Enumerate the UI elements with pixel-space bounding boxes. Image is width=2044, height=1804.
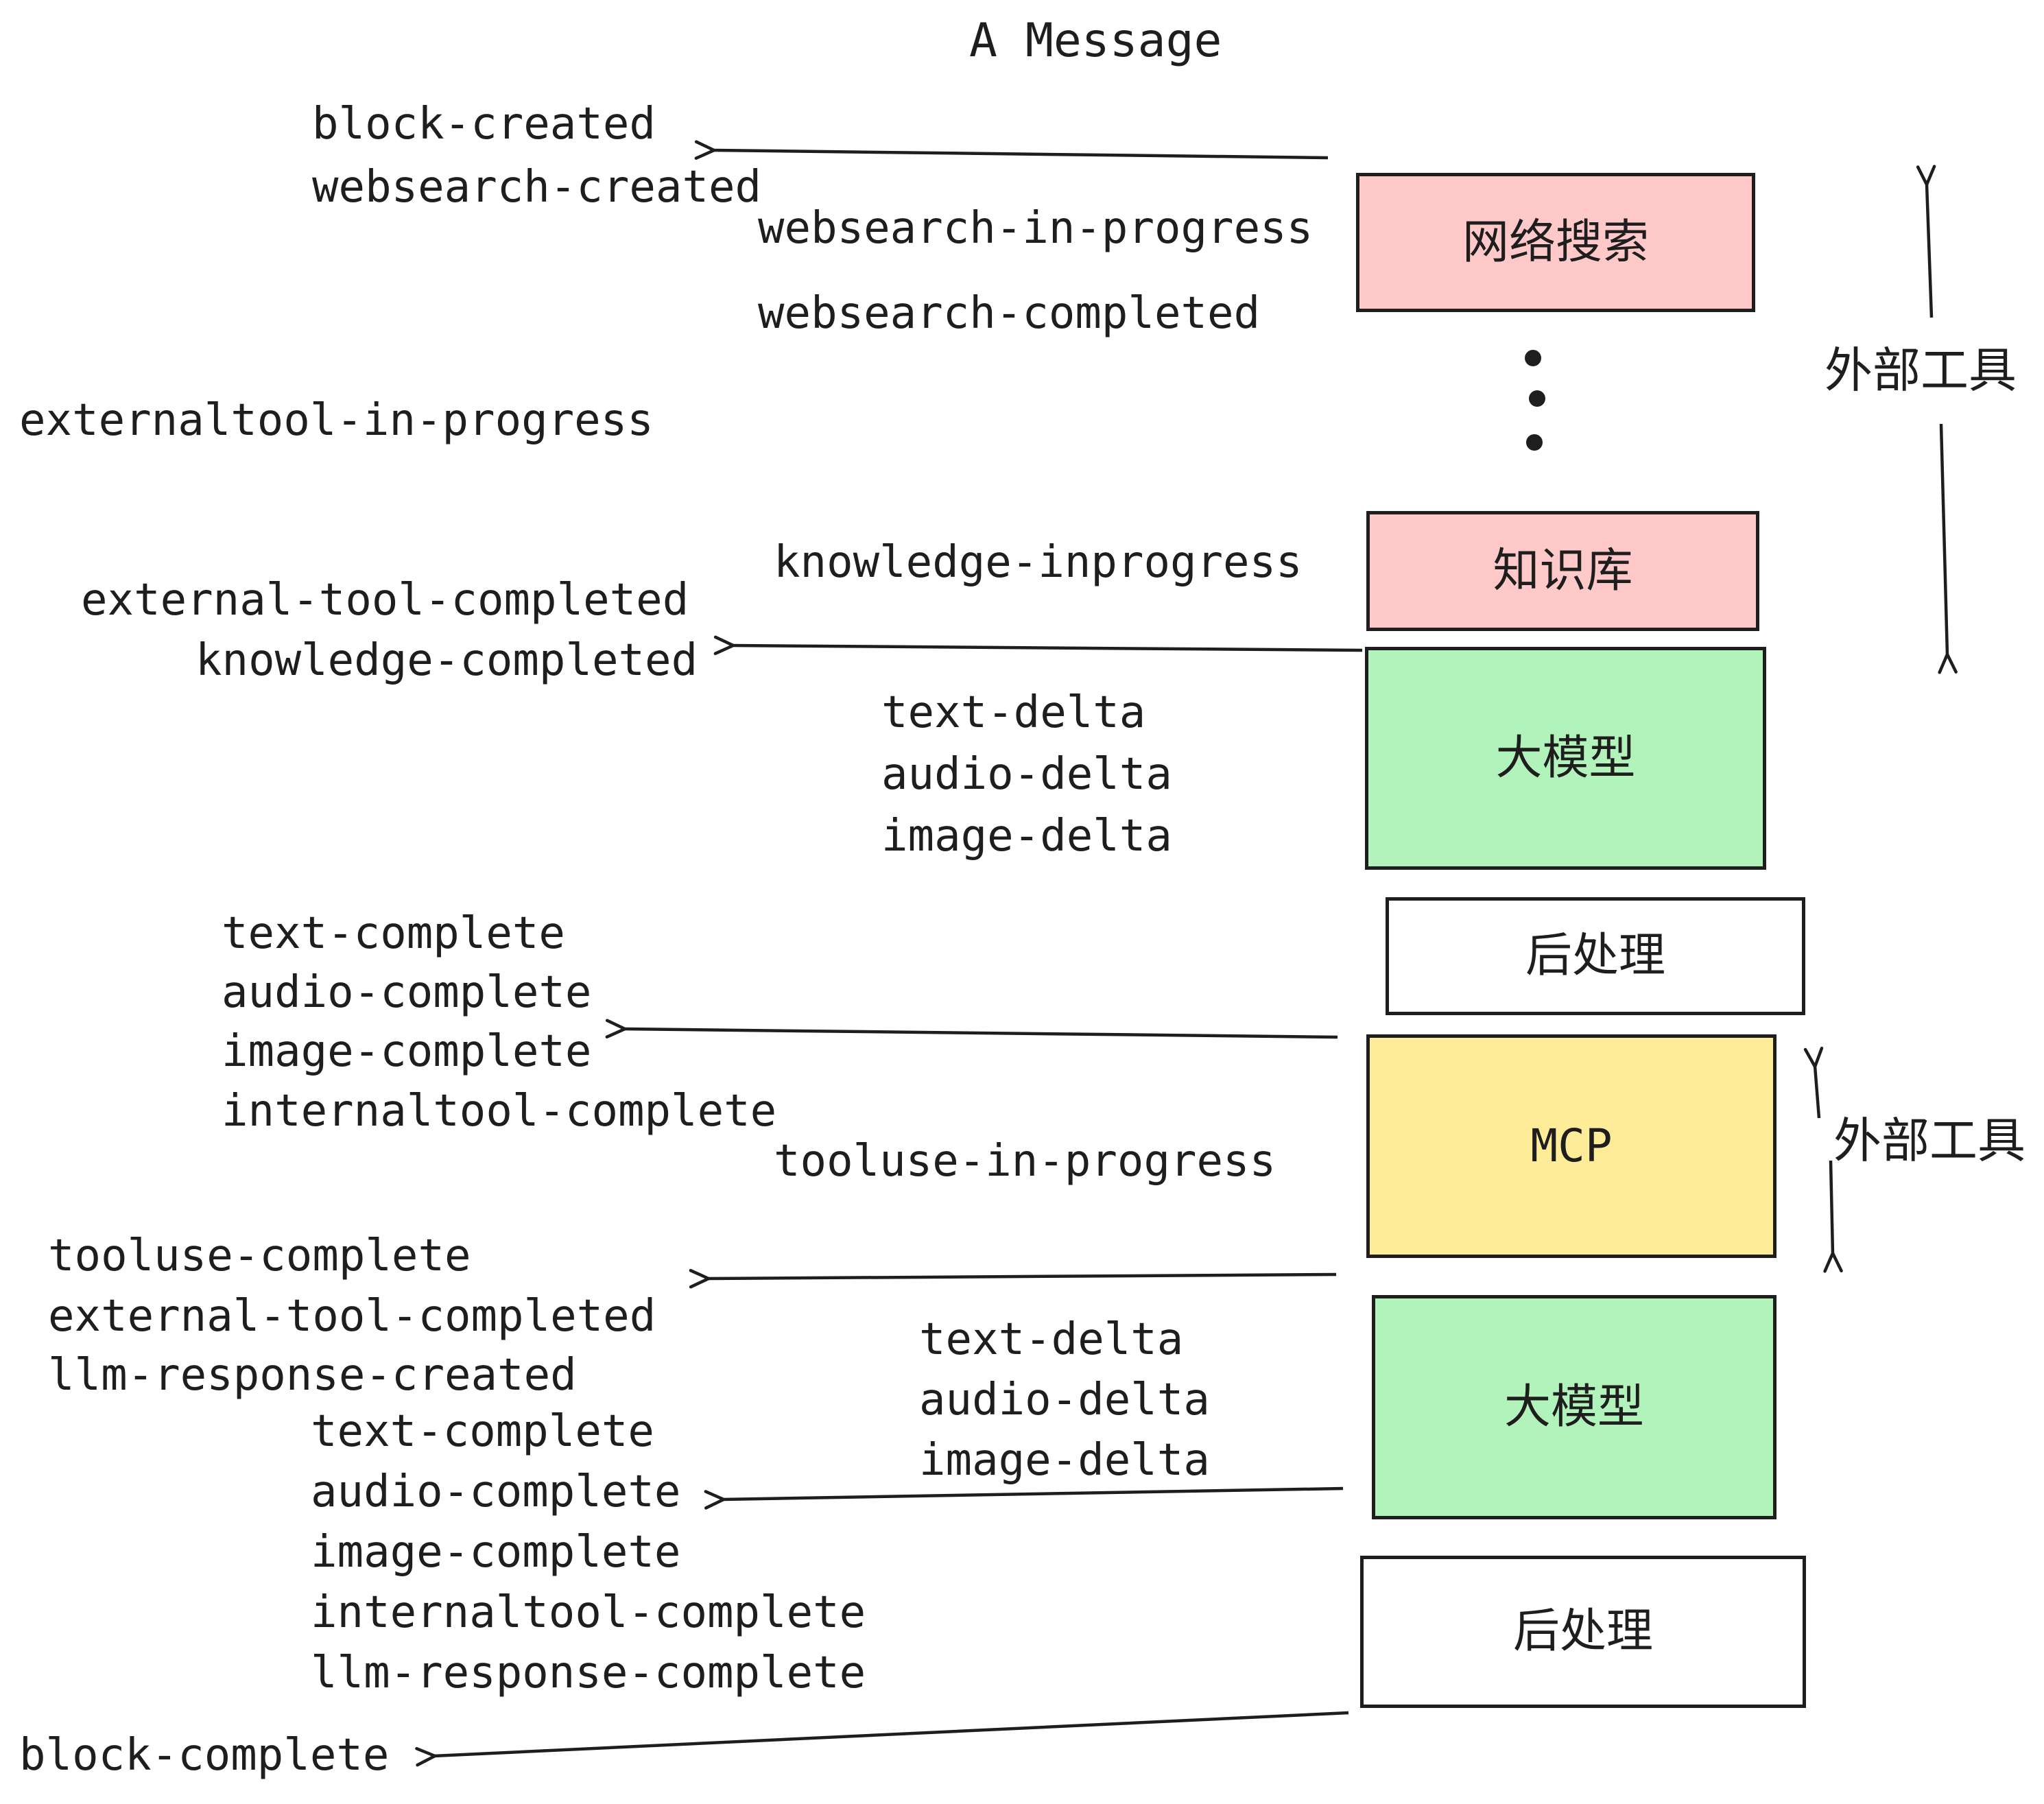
event-knowledge-inprogress: knowledge-inprogress: [774, 537, 1303, 588]
arrow-post2-to-block-complete: [415, 1711, 1349, 1767]
event-websearch-created: websearch-created: [312, 162, 762, 213]
event-block-complete: block-complete: [19, 1730, 390, 1781]
box-postprocess-1: 后处理: [1386, 897, 1805, 1015]
event-external-tool-completed-1: external-tool-completed: [81, 575, 689, 626]
box-knowledge: 知识库: [1366, 511, 1759, 631]
box-llm-2-label: 大模型: [1504, 1379, 1644, 1434]
box-llm-1-label: 大模型: [1495, 731, 1636, 785]
event-internaltool-complete-2: internaltool-complete: [311, 1587, 866, 1638]
event-image-complete-1: image-complete: [222, 1026, 592, 1077]
event-llm-response-complete: llm-response-complete: [311, 1648, 866, 1698]
box-llm-2: 大模型: [1372, 1295, 1776, 1519]
event-internaltool-complete-1: internaltool-complete: [222, 1086, 777, 1137]
event-text-complete-2: text-complete: [311, 1406, 654, 1457]
event-llm-response-created: llm-response-created: [48, 1350, 577, 1401]
event-audio-complete-1: audio-complete: [222, 967, 592, 1018]
box-websearch-label: 网络搜索: [1462, 215, 1649, 270]
side-label-external-tools-2: 外部工具: [1833, 1113, 2025, 1169]
event-websearch-in-progress: websearch-in-progress: [758, 203, 1314, 254]
event-block-created: block-created: [312, 99, 656, 150]
box-llm-1: 大模型: [1365, 647, 1766, 870]
external-tools-down-arrow: [1938, 423, 1958, 674]
event-externaltool-in-progress: externaltool-in-progress: [19, 395, 654, 446]
event-text-delta-1: text-delta: [881, 687, 1146, 738]
external-tools-up-arrow: [1916, 165, 1936, 318]
event-image-delta-2: image-delta: [919, 1435, 1210, 1486]
arrow-knowledge-to-completed: [713, 635, 1363, 656]
external-tools2-down-arrow: [1823, 1160, 1843, 1273]
side-label-external-tools-1: 外部工具: [1825, 342, 2017, 399]
event-image-complete-2: image-complete: [311, 1527, 681, 1578]
event-image-delta-1: image-delta: [881, 811, 1172, 862]
event-audio-complete-2: audio-complete: [311, 1467, 681, 1517]
ellipsis-dots: [1525, 350, 1545, 451]
arrow-websearch-to-created: [694, 140, 1329, 160]
event-audio-delta-1: audio-delta: [881, 749, 1172, 800]
event-tooluse-complete: tooluse-complete: [48, 1231, 471, 1281]
event-audio-delta-2: audio-delta: [919, 1375, 1210, 1425]
event-external-tool-completed-2: external-tool-completed: [48, 1291, 656, 1342]
arrow-llm2-to-audio-complete: [704, 1486, 1344, 1510]
event-text-complete-1: text-complete: [222, 908, 565, 959]
event-tooluse-in-progress: tooluse-in-progress: [774, 1136, 1276, 1187]
box-mcp: MCP: [1366, 1034, 1776, 1258]
arrow-mcp-to-tooluse-complete: [689, 1268, 1337, 1289]
external-tools2-up-arrow: [1803, 1046, 1824, 1119]
event-knowledge-completed: knowledge-completed: [195, 635, 698, 686]
event-text-delta-2: text-delta: [919, 1314, 1184, 1365]
box-knowledge-label: 知识库: [1493, 543, 1633, 598]
box-postprocess-1-label: 后处理: [1525, 929, 1665, 983]
box-postprocess-2: 后处理: [1360, 1556, 1806, 1708]
box-mcp-label: MCP: [1530, 1119, 1613, 1172]
box-postprocess-2-label: 后处理: [1512, 1604, 1653, 1659]
diagram-title: A Message: [969, 14, 1222, 68]
arrow-post1-to-image-complete: [605, 1019, 1338, 1039]
box-websearch: 网络搜索: [1356, 173, 1755, 312]
event-websearch-completed: websearch-completed: [758, 288, 1261, 339]
